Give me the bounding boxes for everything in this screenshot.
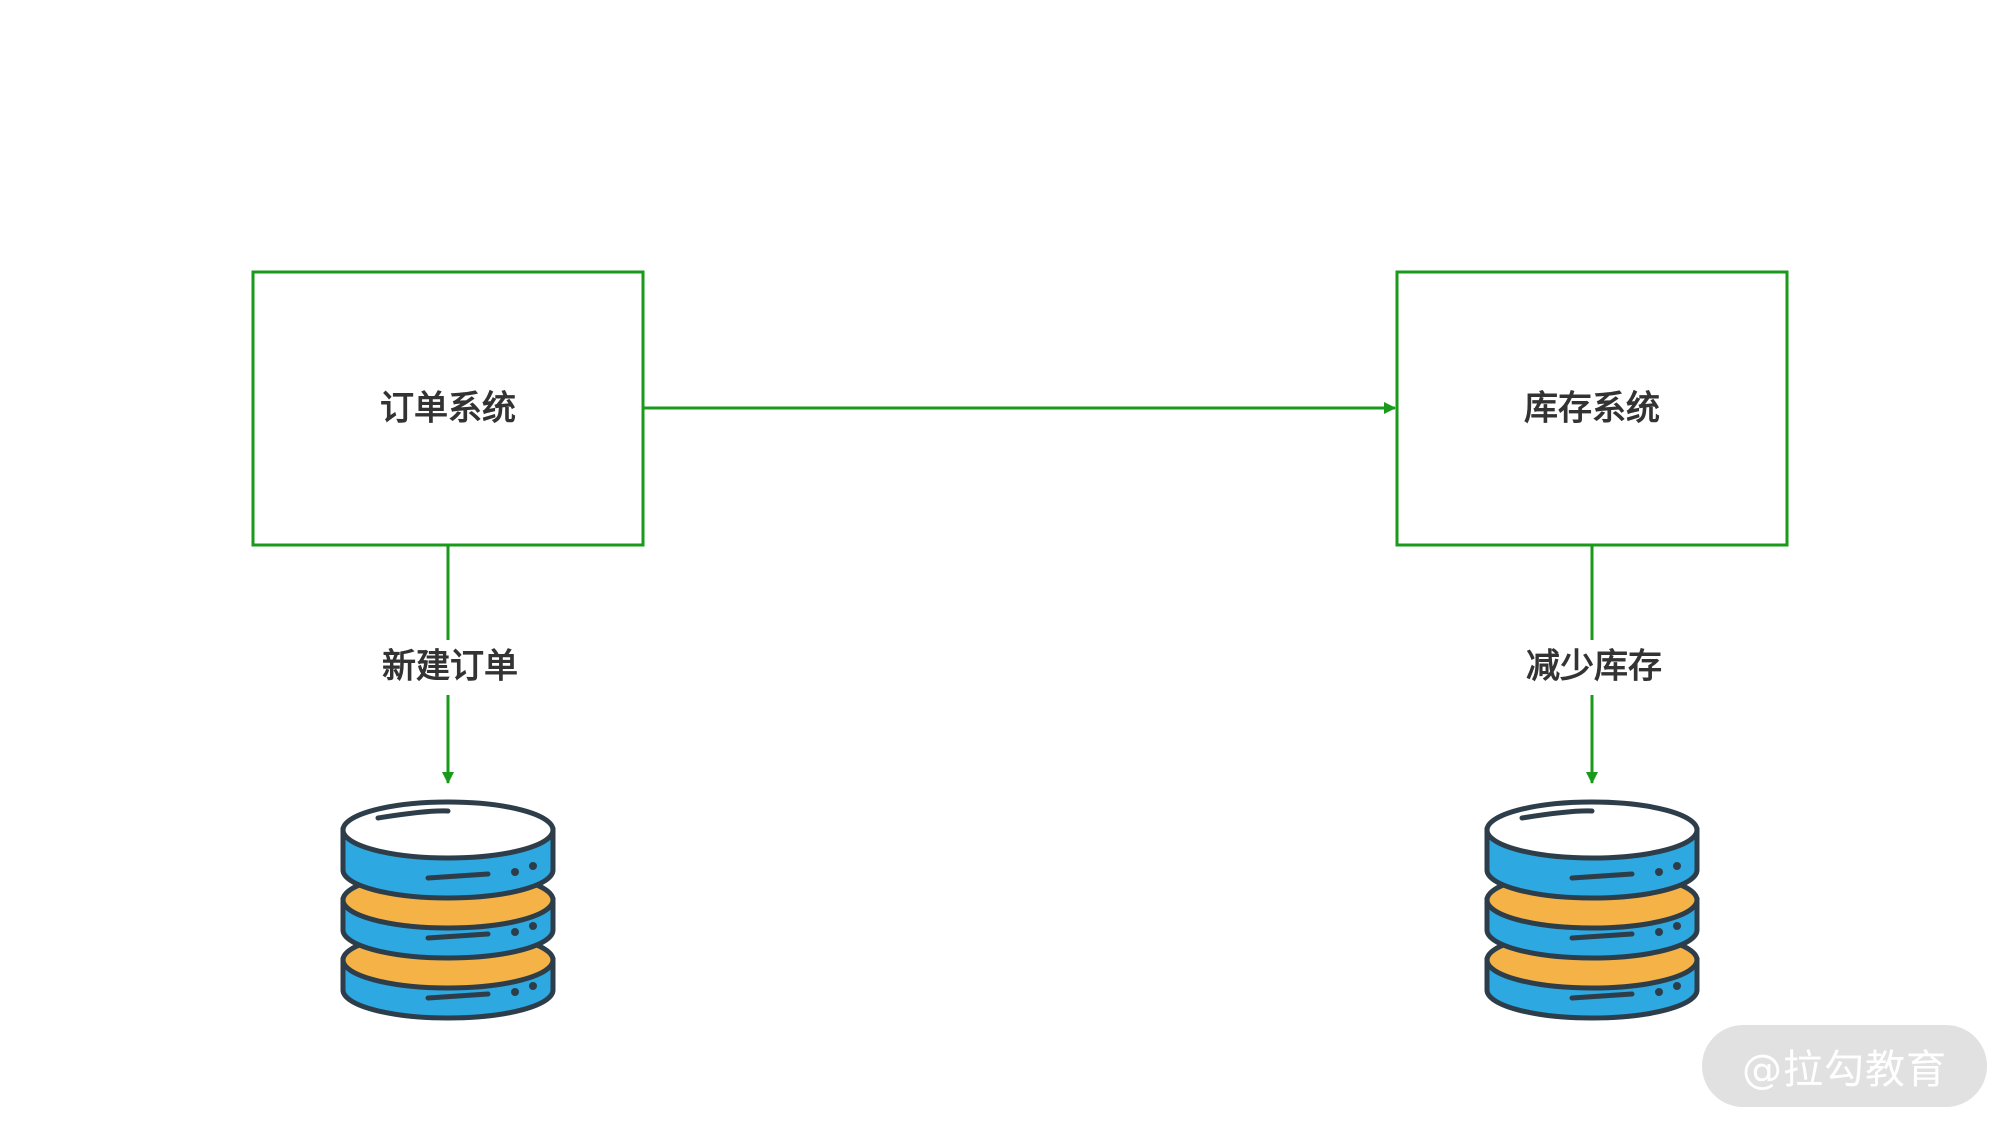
watermark-badge: @拉勾教育 [1702,1025,1987,1107]
new-order-label: 新建订单 [382,647,518,687]
reduce-inventory-label: 减少库存 [1526,647,1662,687]
inventory-system-label: 库存系统 [1524,389,1660,429]
order-system-label: 订单系统 [380,389,516,429]
order-system-node: 订单系统 [251,270,645,547]
order-to-db-edge: 新建订单 [382,545,518,784]
database-icon [1484,799,1700,1021]
inventory-to-db-edge: 减少库存 [1526,545,1662,784]
inventory-system-node: 库存系统 [1395,270,1789,547]
database-icon [340,799,556,1021]
watermark-text: @拉勾教育 [1742,1047,1947,1093]
